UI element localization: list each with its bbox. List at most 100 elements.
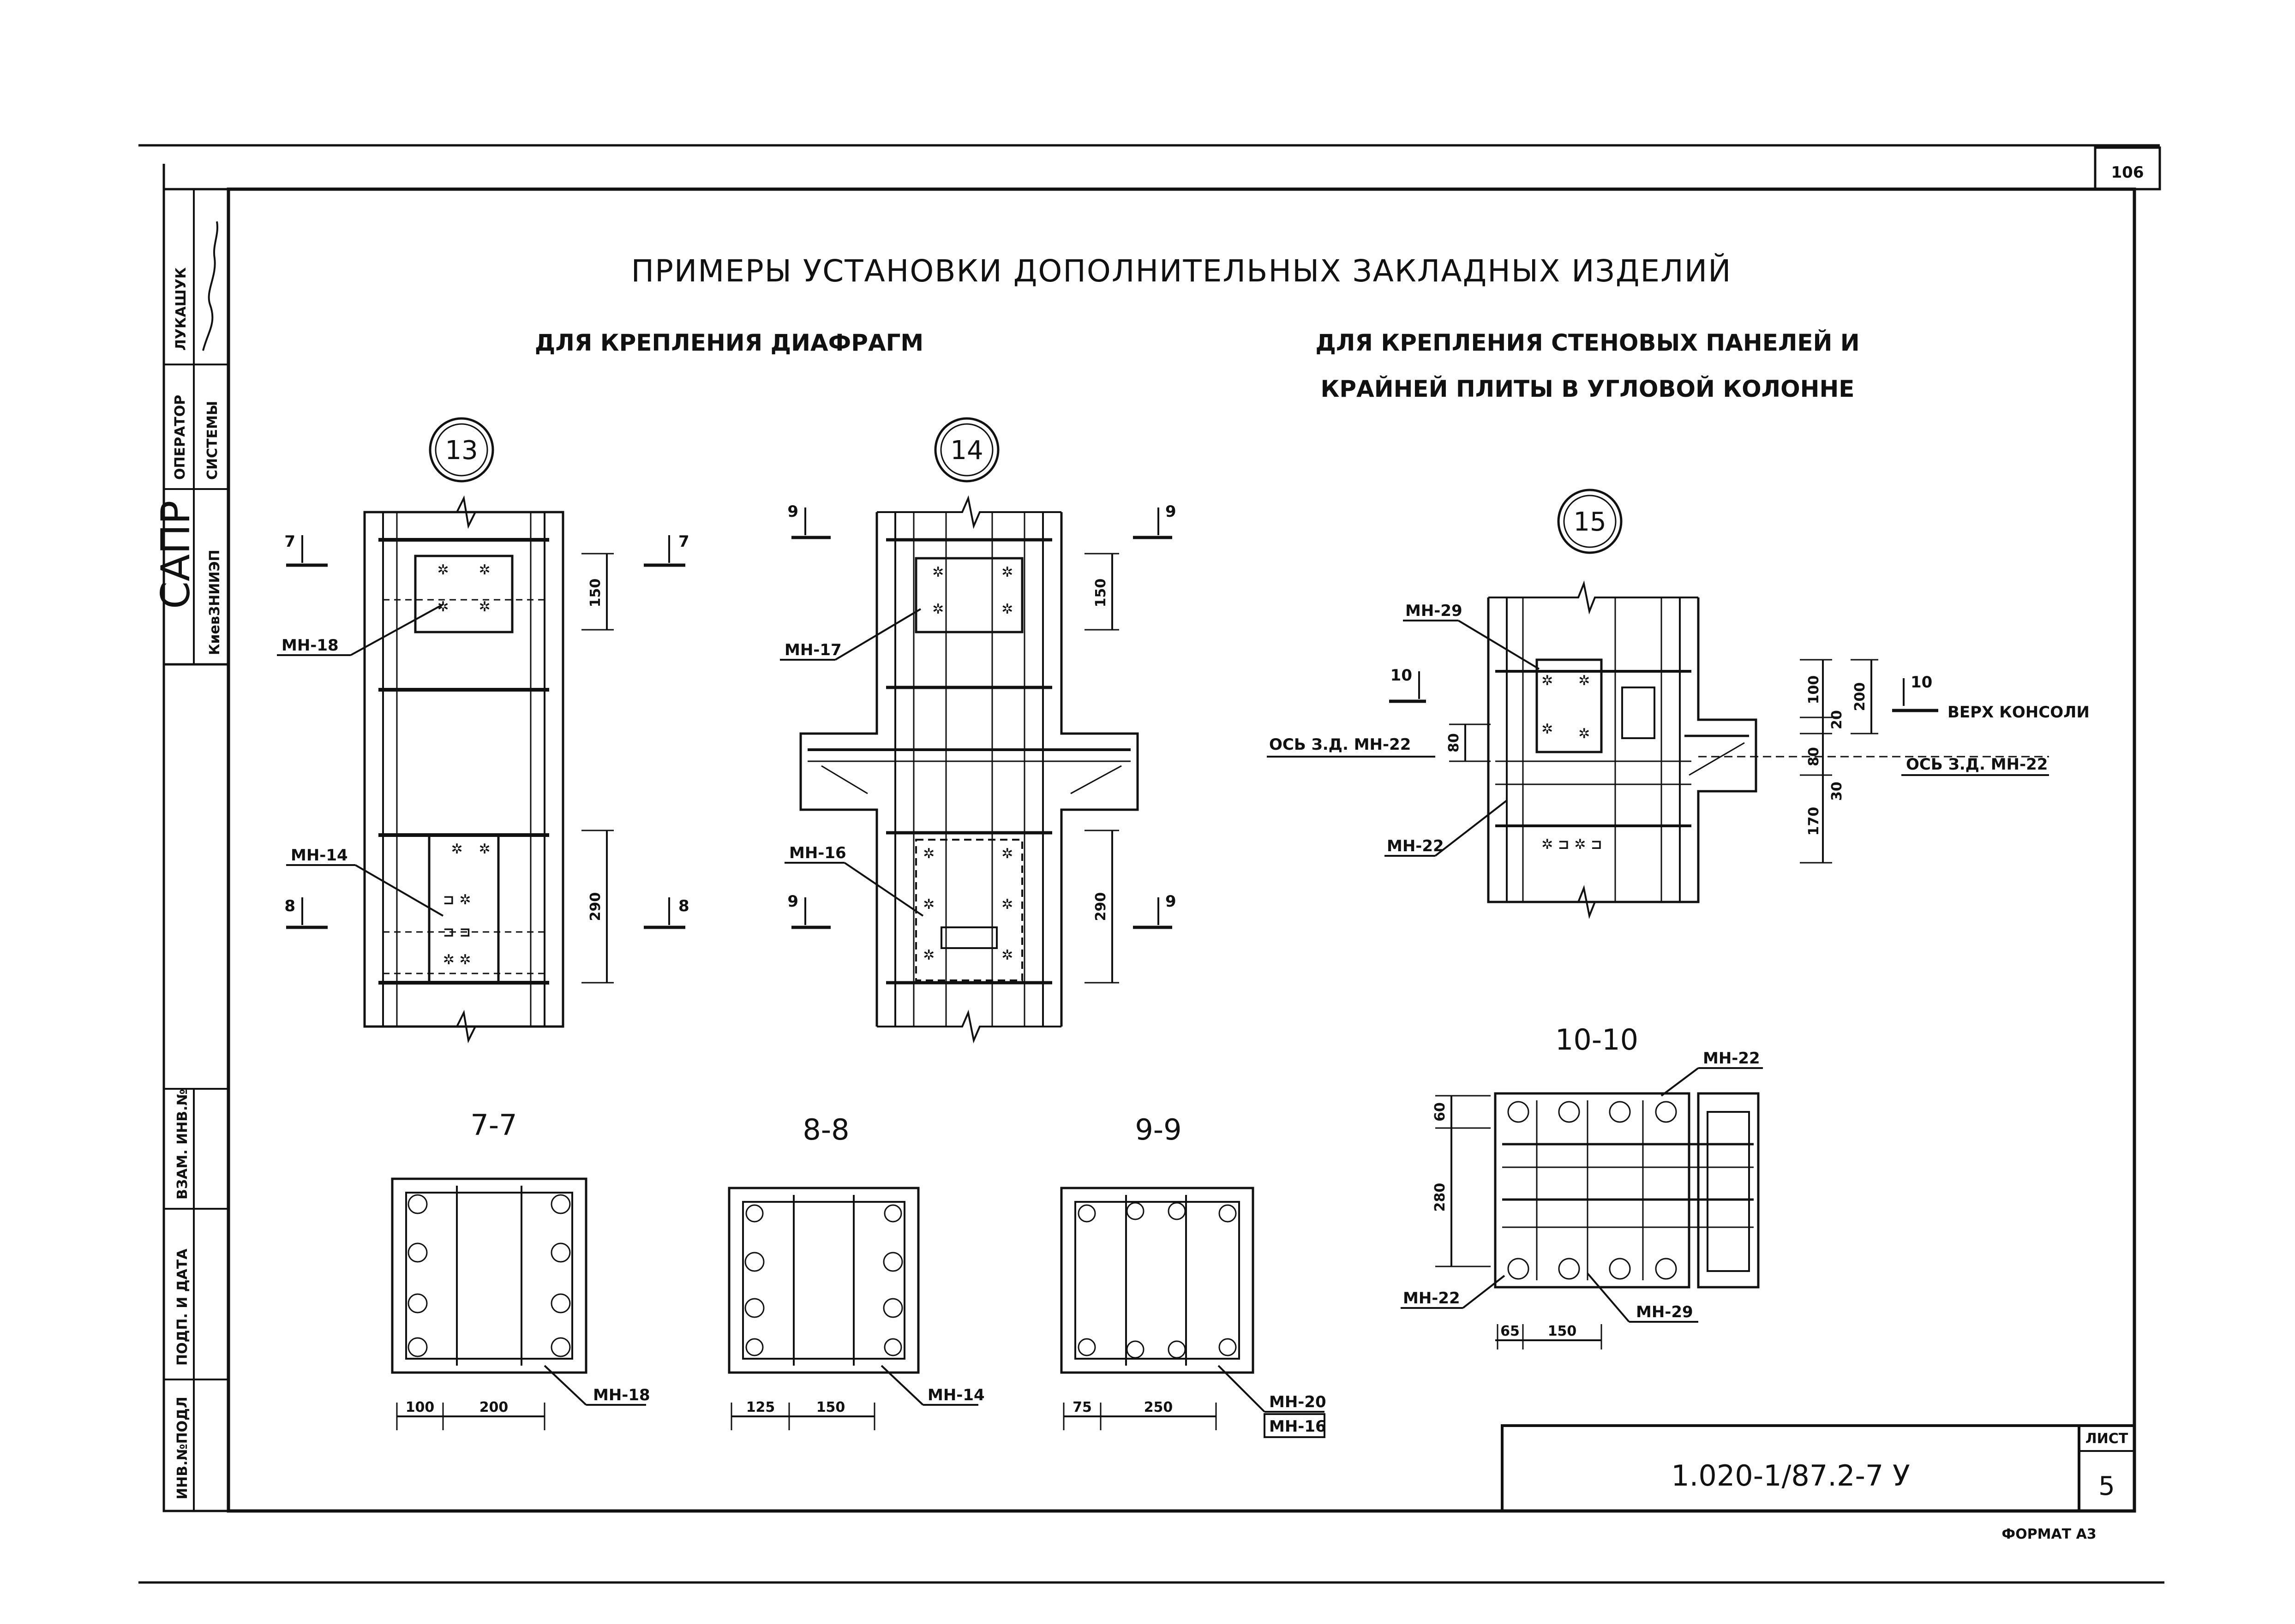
- svg-text:✲ ✲: ✲ ✲: [443, 952, 471, 968]
- node-circle-15: [1557, 489, 1623, 554]
- svg-text:✲: ✲: [923, 846, 935, 862]
- node-circle-13: [429, 417, 494, 483]
- sheet-label: ЛИСТ: [2085, 1431, 2128, 1447]
- section-10-10-part-left: МН-22: [1403, 1289, 1460, 1308]
- dim-7-7-b: 200: [479, 1399, 509, 1415]
- part-label-mn22: МН-22: [1387, 837, 1444, 855]
- svg-text:✲: ✲: [1001, 846, 1013, 862]
- node-number-14: 14: [950, 436, 983, 466]
- dim-14-290: 290: [1093, 892, 1109, 921]
- stamp-vzam: ВЗАМ. ИНВ.№: [174, 1089, 191, 1200]
- node-circle-14: [934, 417, 1000, 483]
- svg-text:✲: ✲: [932, 601, 944, 617]
- axis-label-right: ОСЬ З.Д. МН-22: [1906, 755, 2048, 774]
- cut-label-10-right: 10: [1911, 673, 1932, 692]
- svg-text:✲: ✲: [1541, 673, 1553, 689]
- section-9-9-part2: МН-16: [1269, 1417, 1326, 1436]
- dim-15-100: 100: [1806, 675, 1822, 705]
- cut-label-7-left: 7: [284, 532, 295, 551]
- subtitle-left: ДЛЯ КРЕПЛЕНИЯ ДИАФРАГМ: [535, 329, 923, 356]
- section-10-10: 10-10 60 280 65 150 МН-22: [1401, 1023, 1763, 1349]
- cut-label-10-left: 10: [1390, 666, 1412, 685]
- side-stamp: ЛУКАШУК ОПЕРАТОР СИСТЕМЫ САПР КиевЗНИИЭП…: [153, 188, 230, 1512]
- svg-text:✲: ✲: [1001, 601, 1013, 617]
- part-label-mn16: МН-16: [789, 844, 846, 862]
- section-title-7-7: 7-7: [470, 1108, 517, 1142]
- format-label: ФОРМАТ А3: [2001, 1526, 2096, 1542]
- cut-label-9-br: 9: [1165, 892, 1176, 911]
- dim-10-10-60: 60: [1432, 1102, 1448, 1122]
- part-label-mn17: МН-17: [785, 641, 842, 659]
- cut-label-8-left: 8: [284, 897, 295, 915]
- svg-text:✲: ✲: [1578, 726, 1590, 742]
- dim-15-80: 80: [1806, 747, 1822, 766]
- section-10-10-part-bottom: МН-29: [1636, 1303, 1693, 1321]
- dim-8-8-a: 125: [746, 1399, 775, 1415]
- stamp-name: ЛУКАШУК: [173, 267, 189, 351]
- subtitle-right-1: ДЛЯ КРЕПЛЕНИЯ СТЕНОВЫХ ПАНЕЛЕЙ И: [1315, 329, 1859, 356]
- stamp-org-sub: КиевЗНИИЭП: [207, 549, 223, 655]
- part-label-mn18: МН-18: [282, 636, 339, 655]
- drawing-code: 1.020-1/87.2-7 У: [1671, 1459, 1910, 1493]
- section-title-9-9: 9-9: [1135, 1113, 1181, 1146]
- page-title: ПРИМЕРЫ УСТАНОВКИ ДОПОЛНИТЕЛЬНЫХ ЗАКЛАДН…: [631, 253, 1732, 289]
- section-7-7: 7-7 100 200 МН-18: [391, 1108, 650, 1430]
- dim-13-290: 290: [587, 892, 604, 921]
- svg-text:✲: ✲: [1541, 721, 1553, 737]
- dim-14-150: 150: [1093, 579, 1109, 608]
- plate-mn14: [428, 834, 500, 984]
- node-number-13: 13: [445, 436, 478, 466]
- cut-label-8-right: 8: [678, 897, 689, 915]
- plate-mn17: [915, 557, 1024, 633]
- sheet-number: 5: [2098, 1471, 2115, 1501]
- cut-label-9-tr: 9: [1165, 502, 1176, 521]
- dim-10-10-150: 150: [1548, 1323, 1577, 1339]
- page-number-box: [2094, 146, 2161, 191]
- plate-mn18: [414, 555, 514, 633]
- dim-9-9-a: 75: [1073, 1399, 1092, 1415]
- node-14: 14 ✲ ✲ ✲ ✲ ✲ ✲ ✲ ✲ ✲ ✲ 9: [780, 417, 1176, 1044]
- section-title-8-8: 8-8: [803, 1113, 849, 1146]
- svg-text:✲: ✲: [923, 896, 935, 913]
- dim-15-170: 170: [1806, 807, 1822, 836]
- title-block: 1.020-1/87.2-7 У ЛИСТ 5 ФОРМАТ А3: [1501, 1424, 2136, 1542]
- dim-9-9-b: 250: [1144, 1399, 1173, 1415]
- cut-label-9-bl: 9: [787, 892, 798, 911]
- svg-text:✲: ✲: [932, 564, 944, 580]
- cut-label-7-right: 7: [678, 532, 689, 551]
- axis-label-left: ОСЬ З.Д. МН-22: [1269, 735, 1411, 754]
- stamp-inv: ИНВ.№ПОДЛ: [174, 1397, 191, 1499]
- plate-mn29: [1535, 658, 1603, 753]
- subtitle-right-2: КРАЙНЕЙ ПЛИТЫ В УГЛОВОЙ КОЛОННЕ: [1321, 375, 1855, 402]
- svg-text:✲: ✲: [479, 599, 490, 615]
- stamp-operator: ОПЕРАТОР: [172, 395, 188, 480]
- dim-15-left: 80: [1446, 733, 1462, 752]
- section-9-9: 9-9 75 250 МН-20 МН-16: [1060, 1113, 1326, 1438]
- svg-text:✲: ✲: [1001, 896, 1013, 913]
- section-8-8-part: МН-14: [928, 1386, 985, 1404]
- svg-text:⊐ ✲: ⊐ ✲: [443, 892, 471, 908]
- dim-7-7-a: 100: [406, 1399, 435, 1415]
- section-9-9-part: МН-20: [1269, 1393, 1326, 1411]
- top-console-label: ВЕРХ КОНСОЛИ: [1947, 703, 2090, 722]
- svg-text:✲: ✲: [479, 841, 490, 857]
- signature: [202, 221, 218, 351]
- stamp-org: САПР: [153, 501, 199, 609]
- stamp-podp: ПОДП. И ДАТА: [174, 1248, 191, 1366]
- svg-text:✲: ✲: [1578, 673, 1590, 689]
- svg-text:✲: ✲: [479, 562, 490, 578]
- svg-text:✲: ✲: [923, 947, 935, 963]
- dim-10-10-65: 65: [1500, 1323, 1520, 1339]
- column-13: [363, 511, 564, 1028]
- section-7-7-part: МН-18: [593, 1386, 650, 1404]
- part-label-mn29: МН-29: [1405, 602, 1462, 620]
- dim-8-8-b: 150: [816, 1399, 845, 1415]
- dim-15-20: 20: [1829, 710, 1845, 729]
- svg-text:✲ ⊐ ✲ ⊐: ✲ ⊐ ✲ ⊐: [1541, 836, 1602, 853]
- dim-15-30: 30: [1829, 782, 1845, 801]
- svg-text:✲: ✲: [1001, 947, 1013, 963]
- section-10-10-part-top: МН-22: [1703, 1049, 1760, 1068]
- dim-15-200: 200: [1852, 682, 1868, 711]
- node-13: 13 ✲ ✲ ✲ ✲ ✲ ✲ ⊐ ✲ ⊐ ⊐ ✲ ✲ 7 7: [277, 417, 689, 1044]
